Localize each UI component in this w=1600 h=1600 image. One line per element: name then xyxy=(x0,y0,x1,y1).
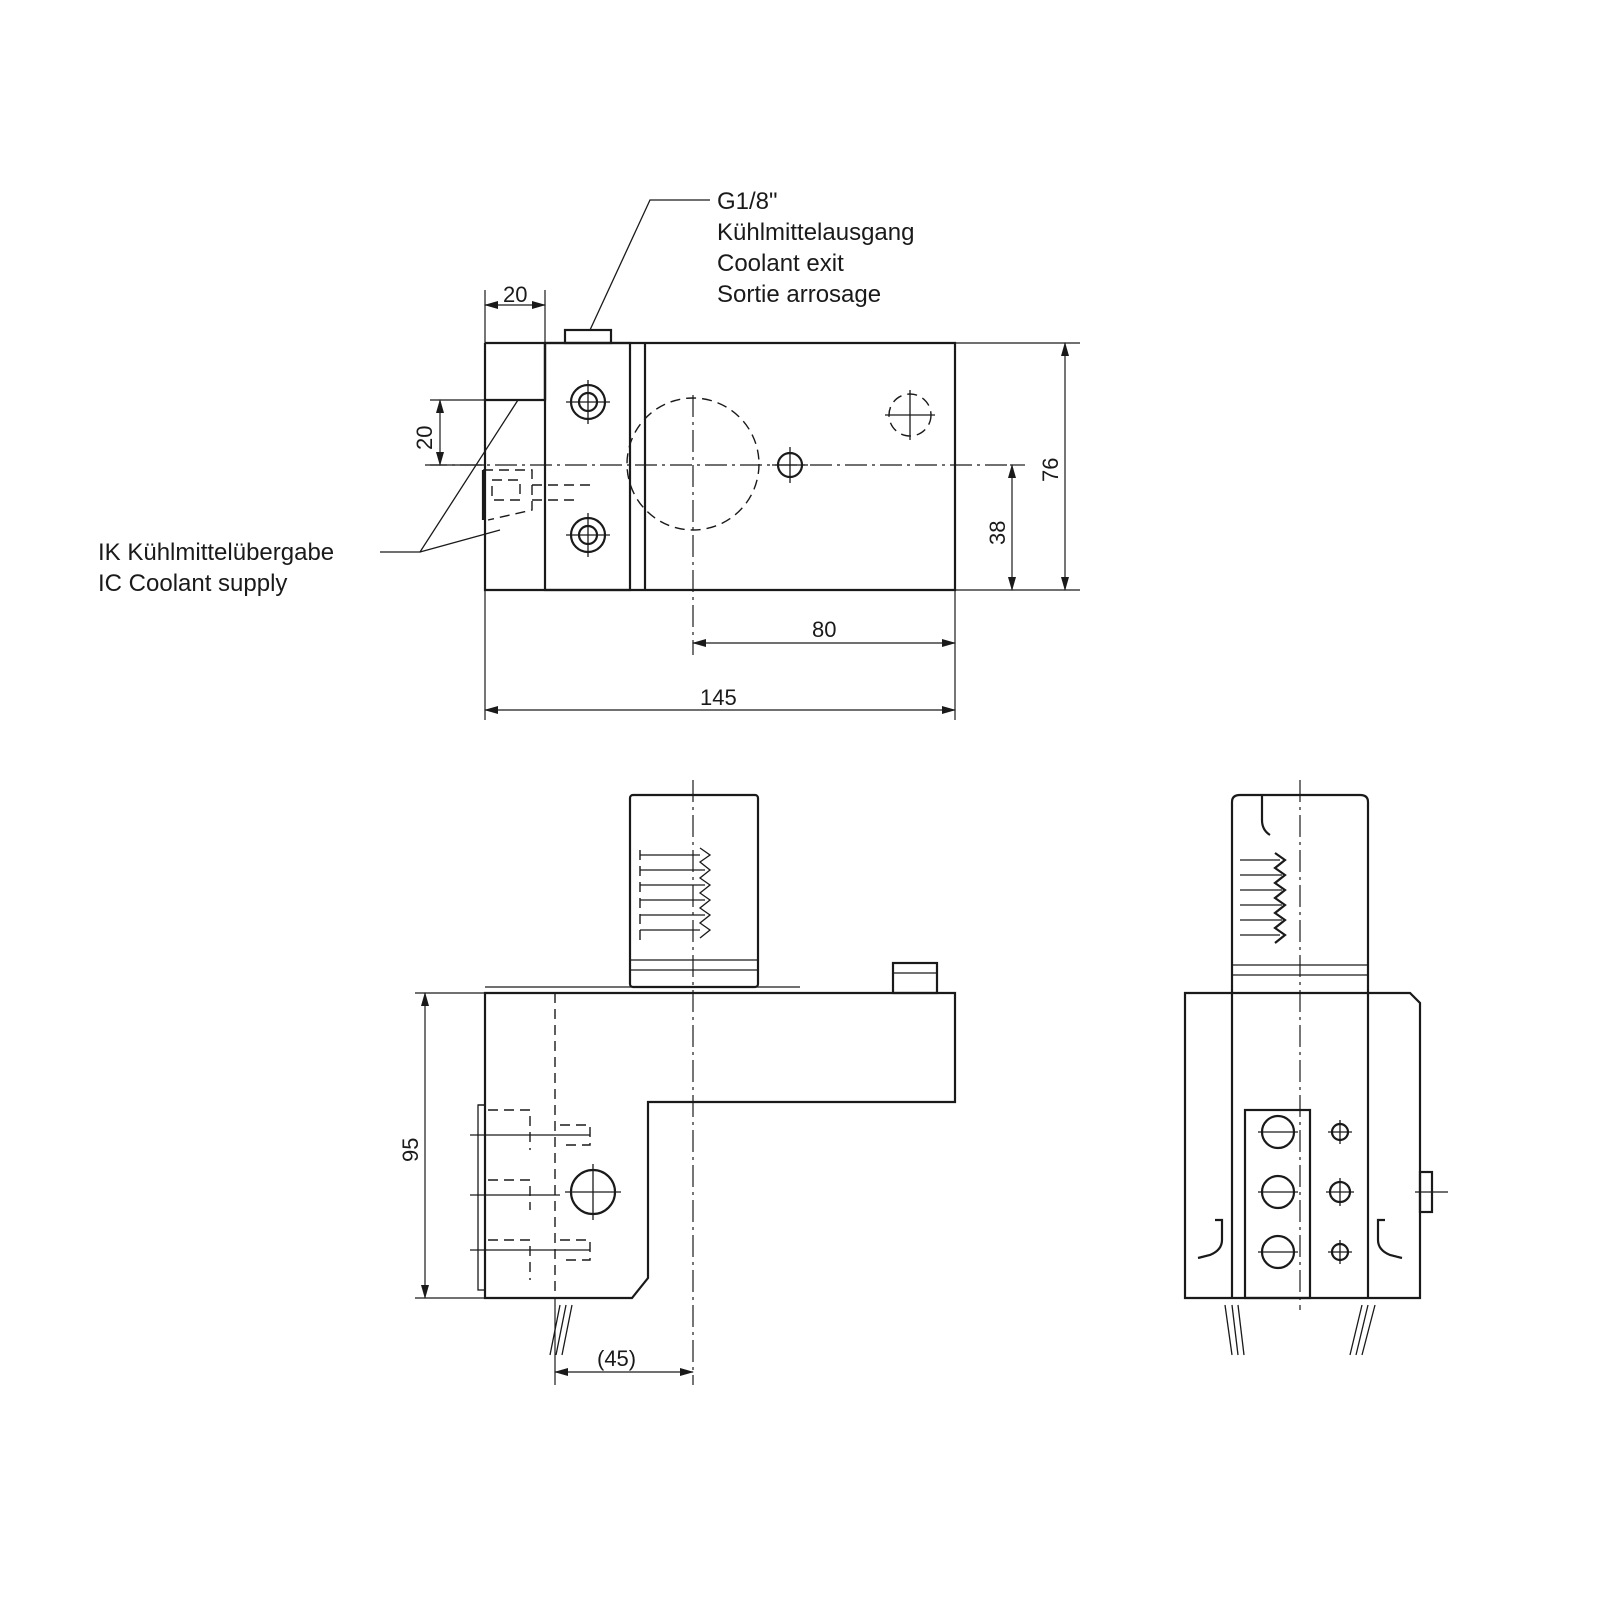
side-coolant-jet-left xyxy=(1224,1304,1245,1356)
coolant-supply-passage xyxy=(483,469,533,521)
front-view-dimensions xyxy=(415,992,694,1385)
dim-95: 95 xyxy=(398,1138,423,1162)
hidden-hole-icon xyxy=(885,390,935,440)
shank-serrations xyxy=(639,847,712,945)
dim-38: 38 xyxy=(985,521,1010,545)
dim-76: 76 xyxy=(1038,458,1063,482)
side-clamp-plate xyxy=(1243,1108,1312,1300)
side-clamp-screw-2-icon xyxy=(1258,1174,1298,1210)
coolant-supply-callout xyxy=(380,399,519,553)
coolant-exit-callout xyxy=(589,199,710,331)
dim-80: 80 xyxy=(812,617,836,642)
side-serrations xyxy=(1240,852,1287,944)
coolant-exit-en: Coolant exit xyxy=(717,250,844,277)
dim-20-left: 20 xyxy=(412,426,437,450)
coolant-supply-en: IC Coolant supply xyxy=(98,570,287,597)
side-clamp-screw-1-icon xyxy=(1258,1114,1298,1150)
side-coolant-jet-right xyxy=(1349,1304,1376,1356)
front-body-outline xyxy=(483,991,957,1300)
front-coolant-bore-icon xyxy=(565,1164,621,1220)
dim-20-top: 20 xyxy=(503,282,527,307)
side-body-outline xyxy=(1183,991,1422,1300)
front-clamp-screws-hidden xyxy=(470,1104,591,1291)
coolant-supply-de: IK Kühlmittelübergabe xyxy=(98,539,334,566)
front-plug xyxy=(891,961,939,995)
side-coolant-channel-right-icon xyxy=(1376,1218,1403,1260)
clamp-screw-bottom-icon xyxy=(566,513,610,557)
top-view xyxy=(425,328,1010,655)
coolant-exit-plug xyxy=(563,328,613,345)
shank xyxy=(628,793,760,989)
coolant-exit-fr: Sortie arrosage xyxy=(717,281,881,308)
side-clamp-screw-3-icon xyxy=(1258,1234,1298,1270)
dim-145: 145 xyxy=(700,685,737,710)
front-view xyxy=(470,780,957,1385)
side-small-holes xyxy=(1326,1120,1354,1264)
side-view xyxy=(1183,780,1448,1356)
coolant-exit-thread: G1/8" xyxy=(717,188,778,215)
clamp-screw-top-icon xyxy=(566,380,610,424)
top-view-dimensions xyxy=(430,290,1080,720)
coolant-exit-de: Kühlmittelausgang xyxy=(717,219,914,246)
front-coolant-jet xyxy=(549,1304,573,1356)
top-view-outline xyxy=(483,341,957,592)
dim-45: (45) xyxy=(597,1346,636,1371)
side-coolant-channel-left-icon xyxy=(1197,1218,1224,1260)
